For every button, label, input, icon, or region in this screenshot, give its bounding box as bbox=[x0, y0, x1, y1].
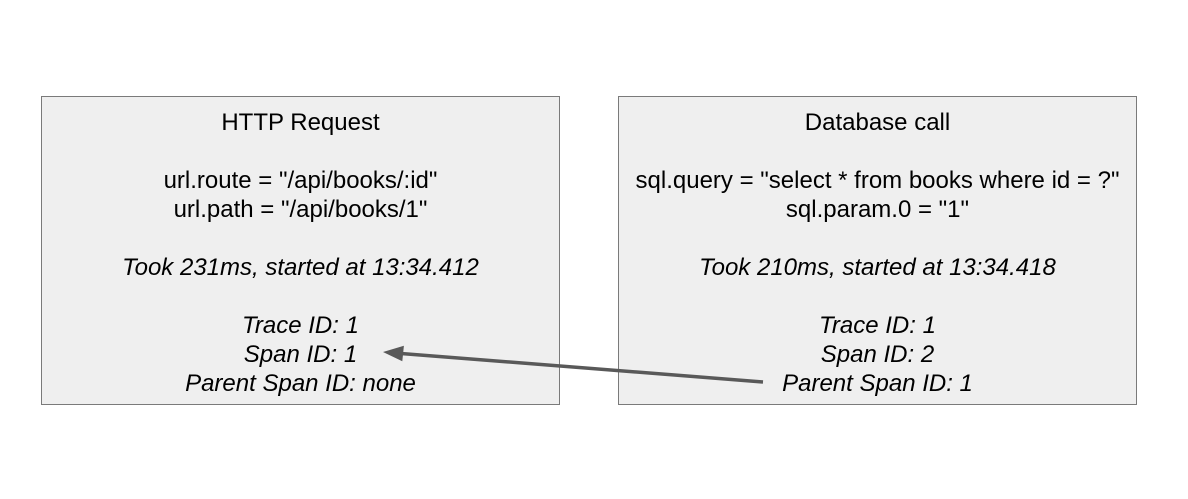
http-span-attributes: url.route = "/api/books/:id" url.path = … bbox=[42, 166, 559, 224]
database-call-box-title: Database call bbox=[804, 109, 951, 136]
http-span-id: Span ID: 1 bbox=[243, 341, 358, 368]
http-request-box-title: HTTP Request bbox=[221, 109, 380, 136]
db-span-ids: Trace ID: 1 Span ID: 2 Parent Span ID: 1 bbox=[619, 311, 1136, 398]
attr-sql-query: sql.query = "select * from books where i… bbox=[635, 167, 1120, 194]
http-request-box: HTTP Request url.route = "/api/books/:id… bbox=[41, 96, 560, 405]
http-span-ids: Trace ID: 1 Span ID: 1 Parent Span ID: n… bbox=[42, 311, 559, 398]
db-span-id: Span ID: 2 bbox=[820, 341, 935, 368]
http-parent-span-id: Parent Span ID: none bbox=[185, 370, 416, 397]
http-trace-id: Trace ID: 1 bbox=[242, 312, 359, 339]
db-span-timing: Took 210ms, started at 13:34.418 bbox=[699, 254, 1056, 281]
db-span-attributes: sql.query = "select * from books where i… bbox=[619, 166, 1136, 224]
database-call-box: Database call sql.query = "select * from… bbox=[618, 96, 1137, 405]
attr-url-path: url.path = "/api/books/1" bbox=[173, 196, 428, 223]
http-span-timing: Took 231ms, started at 13:34.412 bbox=[122, 254, 479, 281]
db-trace-id: Trace ID: 1 bbox=[819, 312, 936, 339]
attr-sql-param: sql.param.0 = "1" bbox=[785, 196, 970, 223]
db-parent-span-id: Parent Span ID: 1 bbox=[782, 370, 973, 397]
attr-url-route: url.route = "/api/books/:id" bbox=[163, 167, 438, 194]
